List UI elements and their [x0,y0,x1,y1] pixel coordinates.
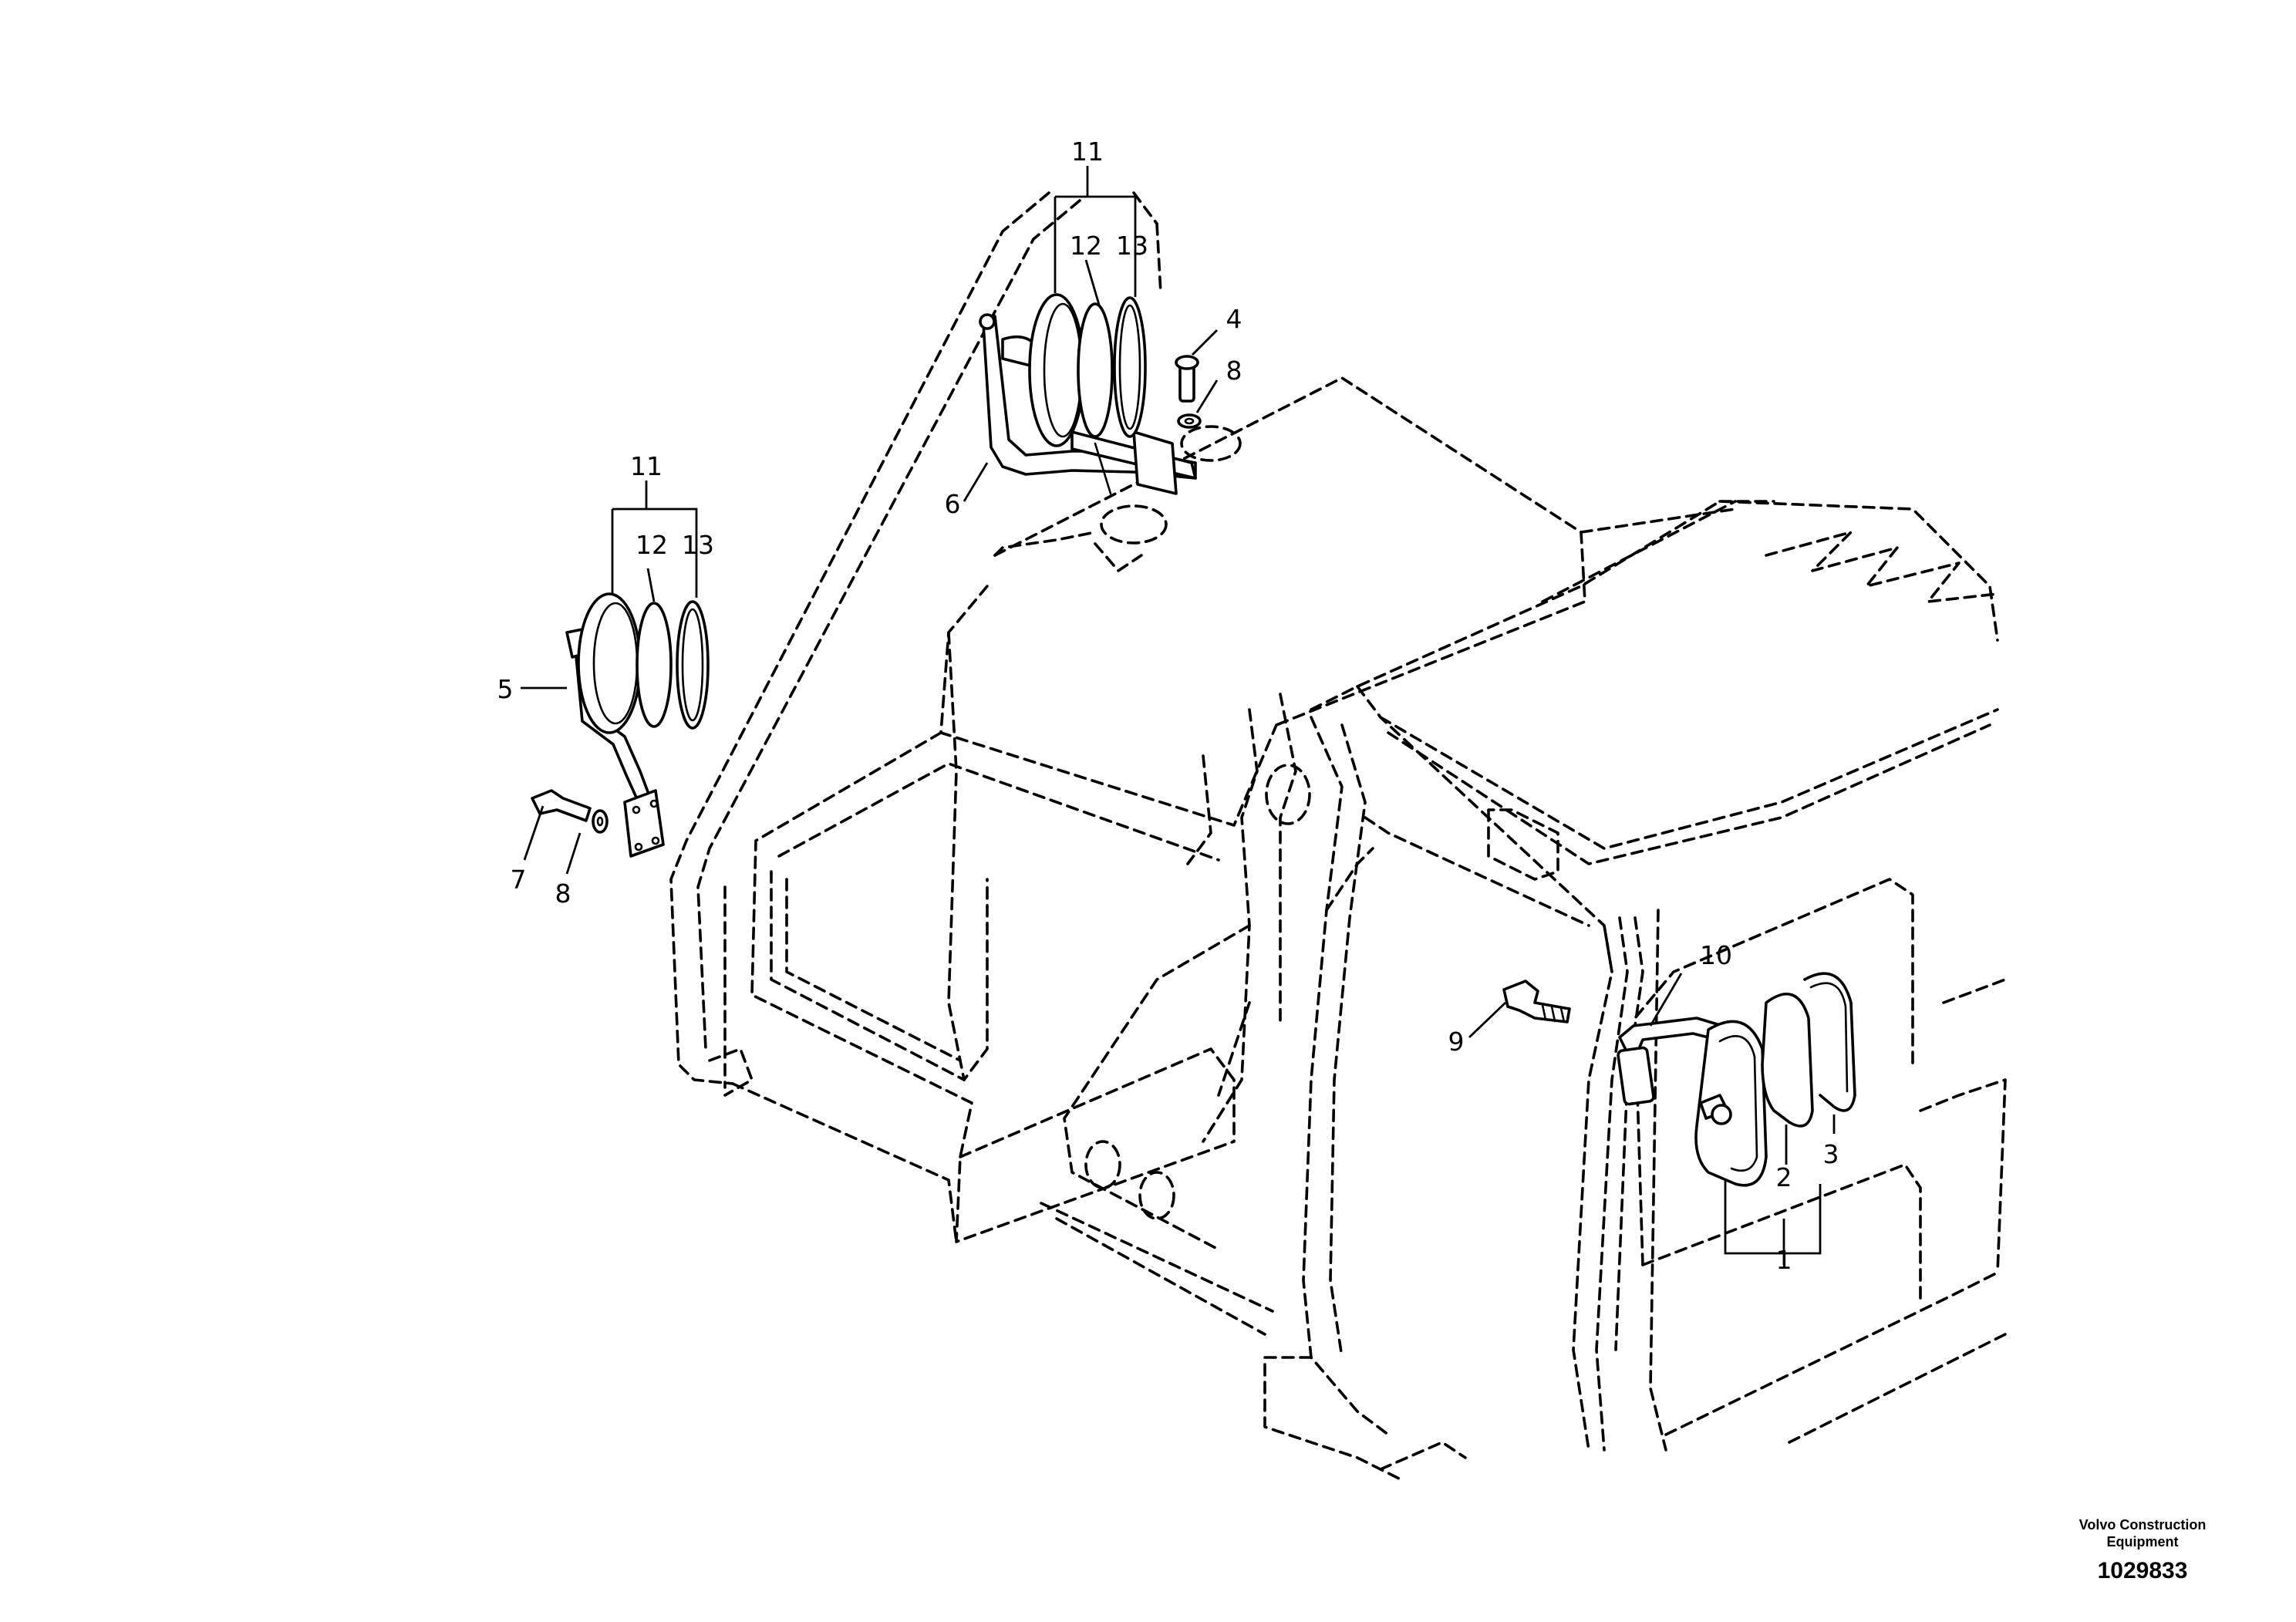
callout-11-left: 11 [630,451,663,481]
callout-1: 1 [1776,1245,1792,1275]
leader-lines [521,166,1836,1265]
callout-10: 10 [1700,940,1732,970]
mirror-assembly-right [1502,972,1856,1187]
callout-12-top: 12 [1070,231,1102,261]
footer-company-name: Volvo Construction Equipment [2079,1517,2207,1549]
footer-drawing-number: 1029833 [2097,1558,2188,1583]
washer-8-left [592,809,609,834]
mirror-assembly-left [531,592,710,858]
washer-8-top [1177,413,1202,429]
mirror-glass-2 [1761,993,1814,1128]
callout-4: 4 [1226,304,1242,334]
mirror-glass-12-top [1077,302,1114,438]
callout-7: 7 [511,865,527,895]
mirror-glass-12-left [636,602,673,728]
callout-8-top: 8 [1226,356,1242,386]
machine-ghost-outline [669,191,2007,1482]
mirror-assembly-top [979,293,1202,495]
bolt-7 [531,789,592,822]
mirror-seal-3 [1803,972,1856,1112]
bolt-9 [1502,980,1571,1023]
callout-2: 2 [1776,1162,1792,1192]
callout-numbers: 11 12 13 4 8 6 11 12 13 5 7 8 9 10 2 3 1 [497,137,1839,1275]
callout-13-top: 13 [1116,231,1148,261]
callout-8-left: 8 [555,878,571,909]
callout-6: 6 [945,489,961,519]
callout-13-left: 13 [682,530,714,560]
callout-11-top: 11 [1071,137,1104,167]
mirror-housing-1 [1694,1020,1768,1187]
mirror-housing-11-left [577,592,642,734]
callout-3: 3 [1823,1139,1839,1169]
callout-12-left: 12 [636,530,668,560]
mirror-housing-11-top [1028,293,1085,447]
callout-5: 5 [497,674,514,704]
callout-9: 9 [1448,1027,1465,1057]
